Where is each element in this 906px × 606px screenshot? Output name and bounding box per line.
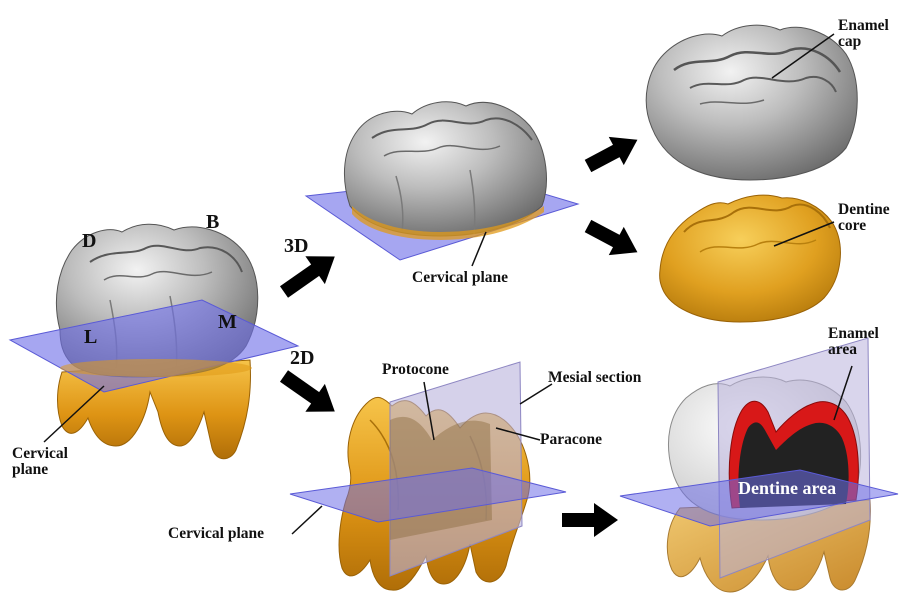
label-cervical-plane-2d: Cervical plane	[168, 526, 264, 542]
arrow-right-up-icon	[580, 126, 644, 181]
label-paracone: Paracone	[540, 432, 602, 448]
arrow-right-down-icon	[274, 362, 344, 425]
tooth-3d-crown	[344, 102, 546, 236]
label-method-2d: 2D	[290, 348, 314, 369]
label-dentine-core: Dentine core	[838, 202, 890, 235]
label-protocone: Protocone	[382, 362, 449, 378]
arrow-right-down-icon	[580, 212, 644, 267]
label-enamel-cap: Enamel cap	[838, 18, 889, 51]
tooth-2d	[290, 362, 566, 590]
sectioned-tooth	[620, 338, 898, 592]
label-mesial: M	[218, 312, 237, 333]
tooth-3d	[306, 102, 578, 260]
label-cervical-plane-3d: Cervical plane	[412, 270, 508, 286]
label-enamel-area: Enamel area	[828, 326, 879, 359]
left-tooth	[10, 224, 298, 459]
label-lingual: L	[84, 327, 97, 348]
label-dentine-area: Dentine area	[738, 478, 836, 499]
label-cervical-plane-left: Cervical plane	[12, 446, 68, 479]
label-buccal: B	[206, 212, 219, 233]
arrow-right-icon	[562, 503, 618, 537]
label-distal: D	[82, 231, 96, 252]
label-method-3d: 3D	[284, 236, 308, 257]
dentine-core-model	[660, 195, 841, 322]
label-mesial-section: Mesial section	[548, 370, 641, 386]
enamel-cap-model	[646, 25, 857, 180]
